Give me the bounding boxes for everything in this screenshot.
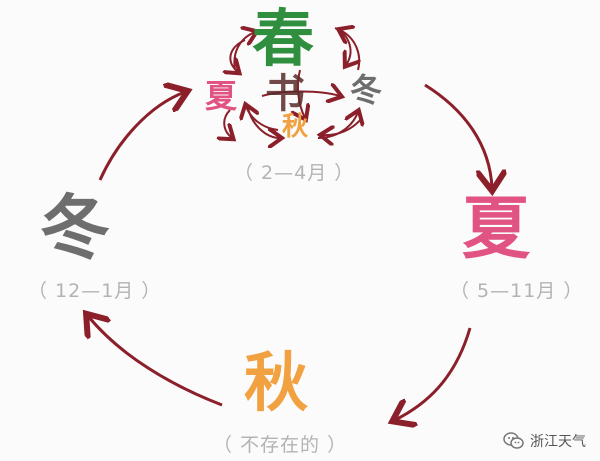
winter-range: （ 12—1月 ） [28, 280, 162, 302]
brand-watermark: 浙江天气 [503, 431, 586, 451]
spring-label: 春 [252, 2, 315, 75]
arrow-winter-to-spring [98, 92, 185, 181]
summer-label: 夏 [462, 190, 531, 269]
brand-name: 浙江天气 [530, 434, 586, 450]
autumn-range: （ 不存在的 ） [213, 434, 348, 456]
summer-range: （ 5—11月 ） [450, 280, 584, 302]
spring-range: （ 2—4月 ） [234, 162, 355, 184]
cluster-summer-label: 夏 [205, 77, 238, 115]
cluster-center-glyph: 书 [265, 71, 305, 117]
cluster-autumn-label: 秋 [282, 112, 309, 142]
autumn-label: 秋 [244, 347, 308, 421]
wechat-icon [503, 432, 525, 450]
winter-label: 冬 [40, 187, 110, 269]
arrow-autumn-to-winter [88, 316, 223, 407]
cluster-winter-label: 冬 [350, 71, 383, 109]
arrow-summer-to-autumn [395, 327, 472, 420]
spring-scribble-arrows [224, 28, 362, 138]
arrow-spring-to-summer [424, 83, 492, 188]
